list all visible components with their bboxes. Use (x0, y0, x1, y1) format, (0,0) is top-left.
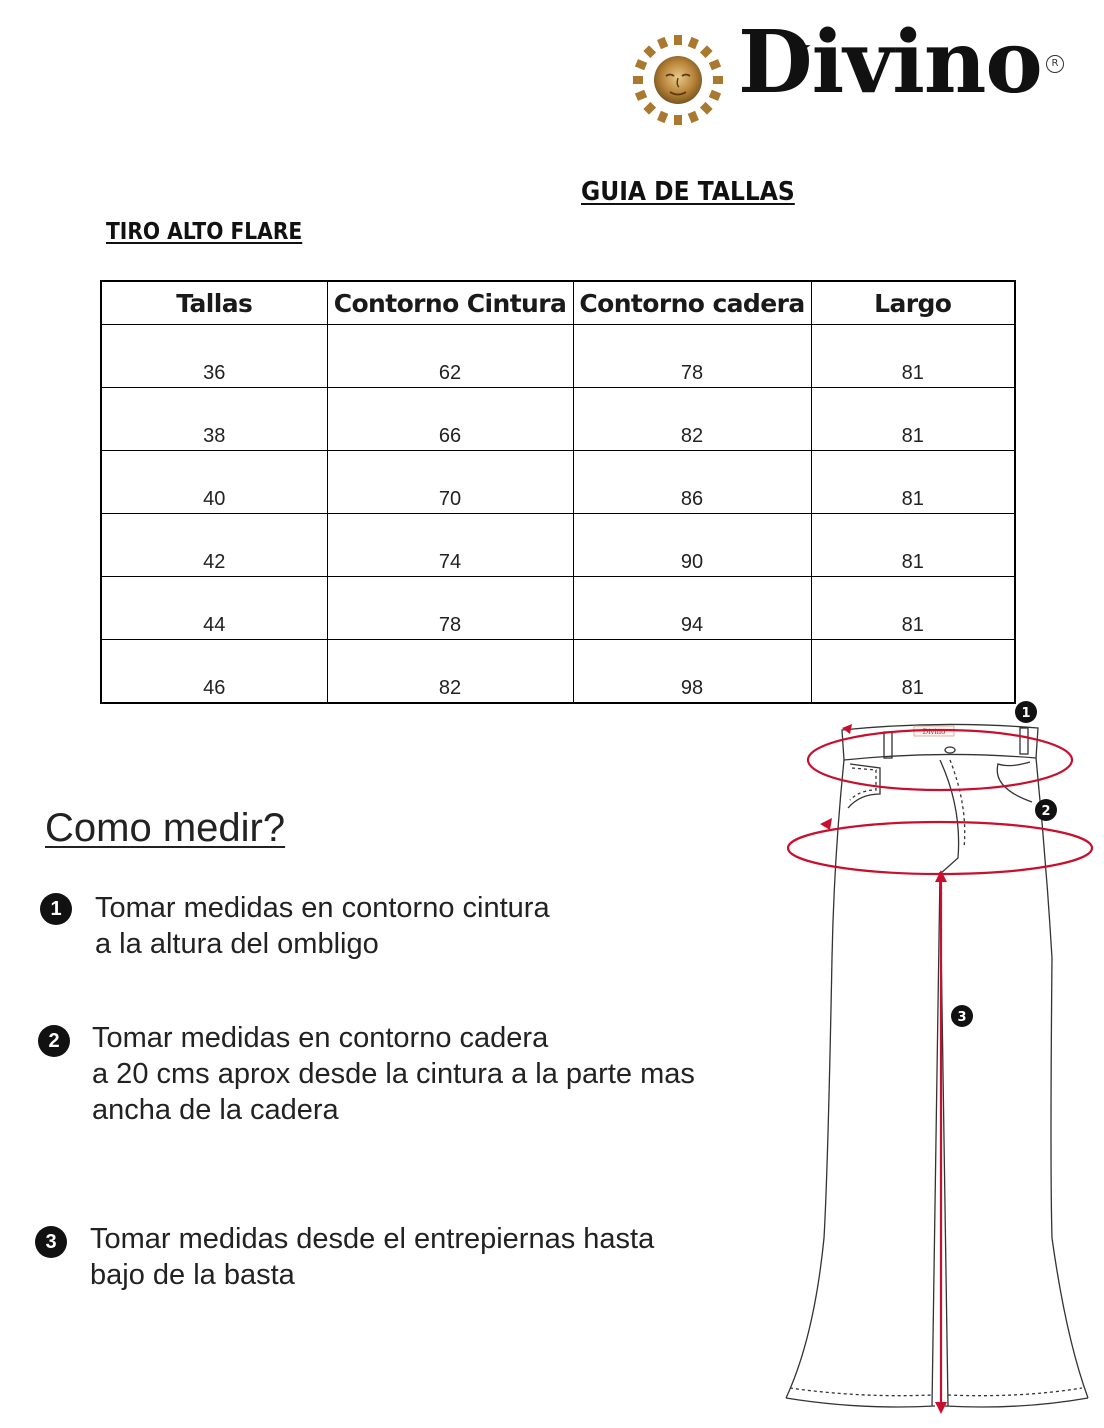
page-title: GUIA DE TALLAS (581, 177, 795, 207)
cell-talla: 44 (100, 576, 328, 640)
sun-ray-glyph (687, 110, 699, 124)
star-icon: ★ (794, 37, 812, 59)
diagram-marker-1-icon: 1 (1015, 701, 1037, 723)
step-1-marker-icon: 1 (40, 893, 72, 925)
step-2-line-2: a 20 cms aprox desde la cintura a la par… (92, 1058, 695, 1090)
how-to-measure-title: Como medir? (45, 806, 286, 850)
cell-cintura: 78 (326, 576, 574, 640)
cell-cadera: 78 (572, 324, 812, 388)
cell-cintura: 74 (326, 513, 574, 577)
product-name: TIRO ALTO FLARE (106, 219, 303, 245)
sun-ray-glyph (634, 89, 648, 101)
registered-mark: R (1046, 55, 1064, 73)
brand-tag-text: Divino (923, 728, 946, 736)
sun-ray-glyph (708, 89, 722, 101)
sun-face-logo-icon (633, 35, 723, 125)
cell-largo: 81 (810, 450, 1016, 514)
header-contorno-cintura: Contorno Cintura (326, 280, 574, 325)
measurement-arrows (820, 724, 947, 1414)
cell-largo: 81 (810, 513, 1016, 577)
cell-largo: 81 (810, 576, 1016, 640)
cell-cintura: 62 (326, 324, 574, 388)
sun-ray-glyph (713, 76, 723, 84)
step-3-line-1: Tomar medidas desde el entrepiernas hast… (90, 1223, 655, 1255)
table-row: 44 78 94 81 (100, 576, 1016, 640)
cell-talla: 42 (100, 513, 328, 577)
step-1-line-1: Tomar medidas en contorno cintura (95, 892, 550, 924)
table-row: 46 82 98 81 (100, 639, 1016, 704)
svg-text:3: 3 (957, 1010, 966, 1025)
step-2-line-3: ancha de la cadera (92, 1094, 339, 1126)
step-2-text: Tomar medidas en contorno cadera a 20 cm… (92, 1020, 695, 1128)
sun-ray-glyph (643, 45, 657, 59)
cell-cadera: 82 (572, 387, 812, 451)
table-row: 38 66 82 81 (100, 387, 1016, 451)
sun-ray-glyph (657, 110, 669, 124)
cell-talla: 38 (100, 387, 328, 451)
cell-cintura: 66 (326, 387, 574, 451)
sun-ray-glyph (657, 36, 669, 50)
step-3-text: Tomar medidas desde el entrepiernas hast… (90, 1221, 654, 1293)
measurement-lines (786, 728, 1094, 1410)
table-row: 40 70 86 81 (100, 450, 1016, 514)
sun-ray-glyph (674, 35, 682, 45)
cell-cadera: 94 (572, 576, 812, 640)
diagram-marker-3-icon: 3 (951, 1005, 973, 1027)
cell-talla: 46 (100, 639, 328, 704)
cell-cadera: 90 (572, 513, 812, 577)
step-1-text: Tomar medidas en contorno cintura a la a… (95, 890, 550, 962)
cell-talla: 36 (100, 324, 328, 388)
cell-talla: 40 (100, 450, 328, 514)
step-2-line-1: Tomar medidas en contorno cadera (92, 1022, 549, 1054)
cell-largo: 81 (810, 639, 1016, 704)
sun-ray-glyph (708, 59, 722, 71)
step-3-marker-icon: 3 (35, 1226, 67, 1258)
cell-cadera: 86 (572, 450, 812, 514)
size-table: Tallas Contorno Cintura Contorno cadera … (100, 280, 1016, 704)
cell-cintura: 82 (326, 639, 574, 704)
sun-ray-glyph (687, 36, 699, 50)
table-header-row: Tallas Contorno Cintura Contorno cadera … (100, 280, 1016, 325)
jeans-outline (785, 723, 1089, 1408)
sun-ray-glyph (699, 101, 713, 115)
waist-measure-loop (806, 728, 1074, 792)
table-row: 42 74 90 81 (100, 513, 1016, 577)
step-1-line-2: a la altura del ombligo (95, 928, 379, 960)
header-tallas: Tallas (100, 280, 328, 325)
svg-text:1: 1 (1021, 706, 1030, 721)
flare-jeans-diagram: Divino 1 2 3 (785, 701, 1094, 1414)
sun-ray-glyph (674, 115, 682, 125)
cell-cintura: 70 (326, 450, 574, 514)
table-row: 36 62 78 81 (100, 324, 1016, 388)
cell-largo: 81 (810, 387, 1016, 451)
sun-ray-glyph (643, 101, 657, 115)
sun-ray-glyph (633, 76, 643, 84)
header-contorno-cadera: Contorno cadera (572, 280, 812, 325)
sun-ray-glyph (699, 45, 713, 59)
header-largo: Largo (810, 280, 1016, 325)
brand-name: Divino (738, 12, 1043, 113)
diagram-marker-2-icon: 2 (1035, 799, 1057, 821)
step-2-marker-icon: 2 (38, 1025, 70, 1057)
hip-measure-loop (786, 820, 1094, 876)
cell-largo: 81 (810, 324, 1016, 388)
svg-text:2: 2 (1041, 804, 1050, 819)
sun-ray-glyph (634, 59, 648, 71)
cell-cadera: 98 (572, 639, 812, 704)
step-3-line-2: bajo de la basta (90, 1259, 295, 1291)
